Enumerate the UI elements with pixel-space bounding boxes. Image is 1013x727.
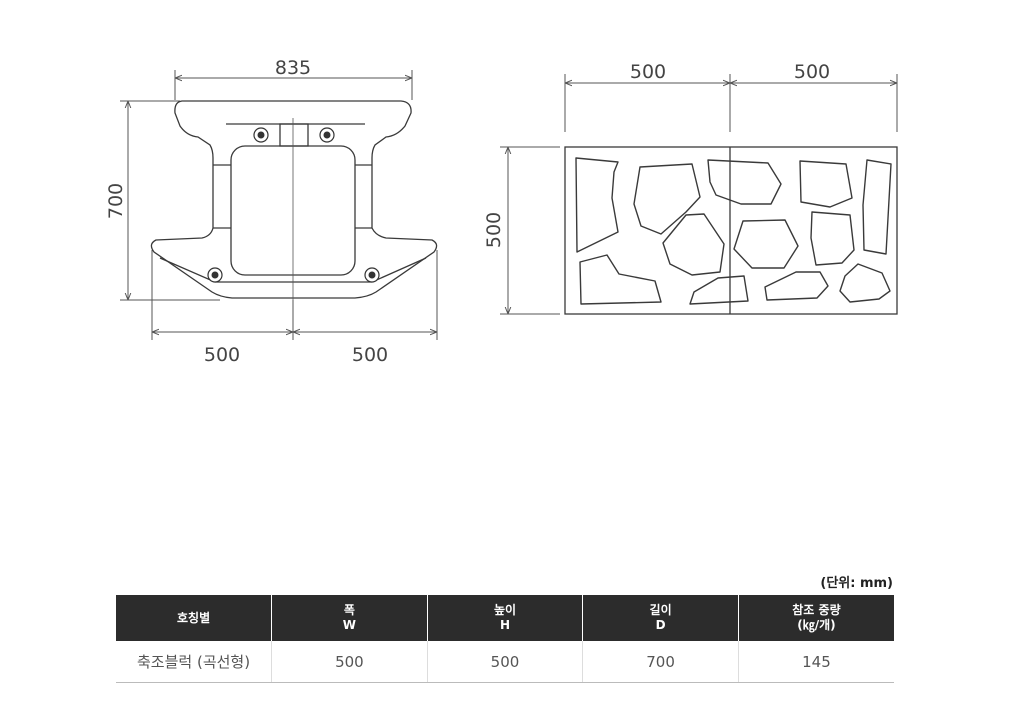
stone-pattern: [575, 157, 892, 305]
table-row: 축조블럭 (곡선형) 500 500 700 145: [116, 641, 894, 683]
bolt-hole: [319, 127, 335, 143]
front-width-label: 835: [275, 57, 311, 79]
header-weight: 참조 중량 (㎏/개): [737, 595, 894, 641]
front-height-label: 700: [105, 183, 127, 219]
header-depth: 길이 D: [582, 595, 739, 641]
front-bottom-left-label: 500: [204, 344, 240, 366]
technical-drawing: 835 700 500 500: [105, 57, 898, 366]
face-top-left-label: 500: [630, 61, 666, 83]
block-front-outline: [150, 100, 438, 299]
spec-table: 호칭별 폭 W 높이 H 길이 D 참조 중량 (㎏/개) 축조블럭 (곡선형)…: [116, 595, 894, 683]
cell-weight: 145: [737, 641, 894, 683]
cell-name: 축조블럭 (곡선형): [116, 641, 272, 683]
bolt-hole: [364, 267, 380, 283]
table-header-row: 호칭별 폭 W 높이 H 길이 D 참조 중량 (㎏/개): [116, 595, 894, 641]
unit-label: (단위: mm): [820, 576, 893, 591]
bolt-hole: [253, 127, 269, 143]
header-name: 호칭별: [116, 595, 272, 641]
face-outline: [564, 146, 898, 315]
cell-depth: 700: [582, 641, 739, 683]
bolt-hole: [207, 267, 223, 283]
front-bottom-right-label: 500: [352, 344, 388, 366]
header-height: 높이 H: [426, 595, 583, 641]
cell-height: 500: [426, 641, 583, 683]
face-view: 500 500 500: [483, 61, 898, 315]
front-view: 835 700 500 500: [105, 57, 438, 366]
face-height-label: 500: [483, 212, 505, 248]
face-top-right-label: 500: [794, 61, 830, 83]
header-width: 폭 W: [271, 595, 428, 641]
cell-width: 500: [271, 641, 428, 683]
